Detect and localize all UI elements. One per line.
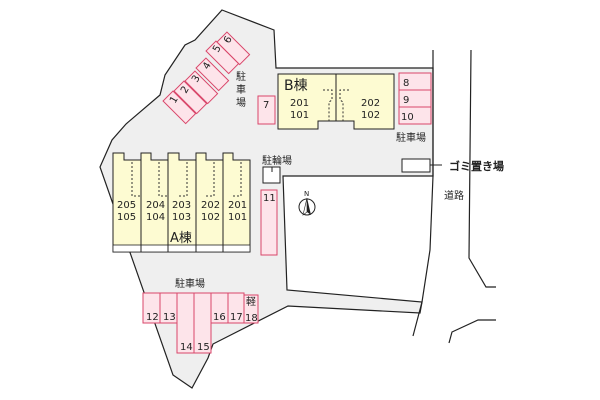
parking-number: 9 bbox=[403, 95, 409, 106]
unit-label: 204 bbox=[146, 200, 165, 211]
parking-label-top-char: 場 bbox=[236, 96, 246, 109]
road-line-bottom bbox=[448, 319, 496, 344]
garbage-label: ゴミ置き場 bbox=[449, 159, 504, 173]
parking-number: 11 bbox=[263, 193, 276, 204]
svg-text:N: N bbox=[304, 190, 309, 198]
garbage-area bbox=[401, 158, 431, 173]
north-arrow-icon: N bbox=[298, 190, 316, 216]
unit-label: 203 bbox=[172, 200, 191, 211]
parking-label-right: 駐車場 bbox=[396, 131, 426, 144]
building-b: B棟 201 101 202 102 bbox=[277, 73, 395, 130]
parking-label-bottom: 駐車場 bbox=[175, 277, 205, 290]
road-line-left bbox=[412, 50, 434, 337]
parking-number: 15 bbox=[197, 342, 210, 353]
parking-number: 17 bbox=[230, 312, 243, 323]
parking-number: 4 bbox=[201, 60, 214, 71]
parking-number: 3 bbox=[190, 73, 203, 84]
parking-number: 16 bbox=[213, 312, 226, 323]
unit-label: 103 bbox=[172, 212, 191, 223]
parking-number: 12 bbox=[146, 312, 159, 323]
unit-label: 104 bbox=[146, 212, 165, 223]
unit-label: 102 bbox=[361, 110, 380, 121]
parking-number: 1 bbox=[168, 94, 181, 105]
unit-label: 205 bbox=[117, 200, 136, 211]
road-label: 道路 bbox=[444, 189, 464, 202]
parking-number: 13 bbox=[163, 312, 176, 323]
parking-number: 2 bbox=[179, 84, 192, 95]
parking-number: 6 bbox=[222, 34, 235, 45]
building-a: 205 105 204 104 203 103 202 102 201 101 … bbox=[112, 152, 251, 253]
unit-label: 202 bbox=[361, 98, 380, 109]
parking-number: 10 bbox=[401, 112, 414, 123]
unit-label: 201 bbox=[290, 98, 309, 109]
parking-number: 8 bbox=[403, 78, 409, 89]
parking-number: 18 bbox=[245, 313, 258, 324]
parking-label-top: 駐車場 bbox=[236, 70, 246, 109]
parking-label-top-char: 駐 bbox=[236, 70, 246, 83]
parking-space-7 bbox=[257, 95, 276, 125]
building-a-label: A棟 bbox=[170, 231, 192, 246]
parking-right bbox=[398, 72, 432, 125]
building-b-label: B棟 bbox=[284, 78, 308, 94]
road-line-right bbox=[468, 49, 496, 288]
bicycle-parking-label: 駐輪場 bbox=[262, 154, 292, 167]
parking-number: 5 bbox=[211, 43, 224, 54]
parking-space-11 bbox=[260, 189, 278, 256]
unit-label: 102 bbox=[201, 212, 220, 223]
parking-number: 14 bbox=[180, 342, 193, 353]
unit-label: 202 bbox=[201, 200, 220, 211]
unit-label: 105 bbox=[117, 212, 136, 223]
unit-label: 101 bbox=[228, 212, 247, 223]
unit-label: 201 bbox=[228, 200, 247, 211]
parking-diagonal bbox=[162, 31, 251, 125]
kei-label: 軽 bbox=[246, 296, 256, 308]
unit-label: 101 bbox=[290, 110, 309, 121]
parking-label-top-char: 車 bbox=[236, 83, 246, 96]
parking-bottom bbox=[142, 292, 259, 354]
parking-number: 7 bbox=[263, 100, 269, 111]
